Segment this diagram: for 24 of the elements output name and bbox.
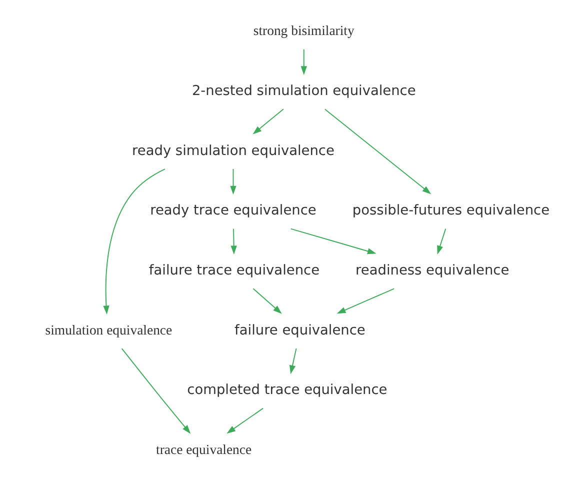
arrow [289, 347, 297, 374]
node-text: completed trace equivalence [187, 382, 388, 398]
arrow [324, 108, 432, 194]
arrow [336, 288, 395, 314]
arrow [252, 108, 284, 134]
arrow [226, 407, 264, 434]
arrow [121, 348, 191, 434]
arrow [230, 168, 236, 194]
node-text: failure equivalence [234, 322, 366, 338]
arrow [437, 228, 446, 254]
node-text: possible-futures equivalence [352, 202, 550, 218]
arrow [252, 288, 282, 314]
arrow [290, 228, 376, 254]
node-text: simulation equivalence [45, 322, 172, 337]
arrow [300, 48, 307, 75]
arrow [230, 228, 237, 254]
node-text: trace equivalence [156, 442, 252, 457]
node-text: ready simulation equivalence [132, 142, 334, 158]
node-text: 2-nested simulation equivalence [192, 82, 416, 99]
node-text: failure trace equivalence [148, 262, 320, 278]
node-text: readiness equivalence [356, 262, 510, 278]
node-text: ready trace equivalence [150, 202, 316, 218]
node-text: strong bisimilarity [253, 22, 354, 38]
arrow [103, 168, 166, 314]
